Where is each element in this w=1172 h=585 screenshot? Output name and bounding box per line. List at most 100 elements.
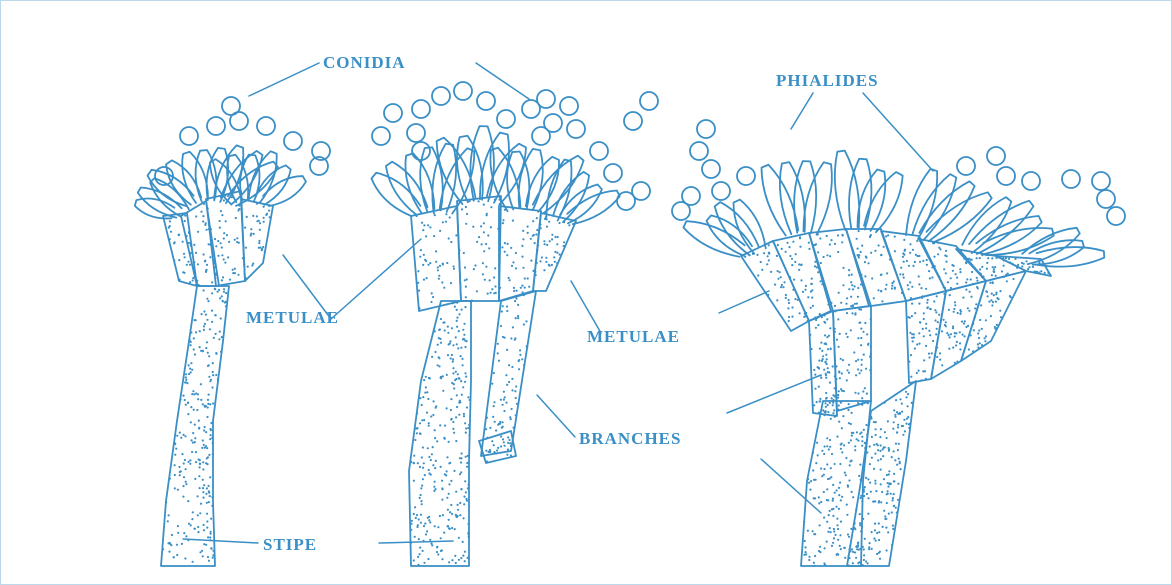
stipple-dot xyxy=(926,307,928,309)
stipple-dot xyxy=(851,491,853,493)
stipple-dot xyxy=(451,354,453,356)
stipple-dot xyxy=(826,488,828,490)
stipple-dot xyxy=(461,452,463,454)
stipple-dot xyxy=(198,458,200,460)
stipple-dot xyxy=(818,360,820,362)
conidium xyxy=(1092,172,1110,190)
metula xyxy=(846,229,906,306)
stipple-dot xyxy=(419,256,421,258)
stipple-dot xyxy=(446,497,448,499)
stipple-dot xyxy=(911,402,913,404)
stipple-dot xyxy=(854,392,856,394)
stipple-dot xyxy=(196,409,198,411)
stipple-dot xyxy=(823,256,825,258)
stipple-dot xyxy=(185,404,187,406)
stipple-dot xyxy=(896,432,898,434)
stipple-dot xyxy=(1021,265,1023,267)
phialide xyxy=(256,165,291,204)
stipple-dot xyxy=(439,338,441,340)
stipple-dot xyxy=(941,330,943,332)
stipple-dot xyxy=(539,260,541,262)
stipple-dot xyxy=(1003,276,1005,278)
stipple-dot xyxy=(185,483,187,485)
stipple-dot xyxy=(892,528,894,530)
conidium xyxy=(537,90,555,108)
stipple-dot xyxy=(831,545,833,547)
stipple-dot xyxy=(898,458,900,460)
stipple-dot xyxy=(841,234,843,236)
stipple-dot xyxy=(467,523,469,525)
stipple-dot xyxy=(452,372,454,374)
stipple-dot xyxy=(205,445,207,447)
stipple-dot xyxy=(503,441,505,443)
stipple-dot xyxy=(827,499,829,501)
stipple-dot xyxy=(242,257,244,259)
stipple-dot xyxy=(812,452,814,454)
stipple-dot xyxy=(857,440,859,442)
stipple-dot xyxy=(444,329,446,331)
stipple-dot xyxy=(816,266,818,268)
stipple-dot xyxy=(861,359,863,361)
metula xyxy=(411,206,461,311)
stipple-dot xyxy=(225,220,227,222)
stipple-dot xyxy=(451,513,453,515)
stipple-dot xyxy=(869,445,871,447)
stipple-dot xyxy=(467,487,469,489)
stipple-dot xyxy=(462,541,464,543)
stipple-dot xyxy=(850,329,852,331)
stipple-dot xyxy=(890,493,892,495)
stipple-dot xyxy=(842,359,844,361)
stipple-dot xyxy=(487,234,489,236)
stipple-dot xyxy=(848,479,850,481)
stipple-dot xyxy=(507,442,509,444)
stipple-dot xyxy=(895,399,897,401)
stipple-dot xyxy=(878,500,880,502)
stipple-dot xyxy=(787,307,789,309)
stipple-dot xyxy=(215,333,217,335)
stipple-dot xyxy=(880,483,882,485)
stipple-dot xyxy=(216,277,218,279)
stipple-dot xyxy=(910,354,912,356)
stipple-dot xyxy=(203,310,205,312)
stipple-dot xyxy=(496,449,498,451)
stipple-dot xyxy=(476,241,478,243)
stipple-dot xyxy=(209,380,211,382)
stipple-dot xyxy=(994,326,996,328)
stipple-dot xyxy=(211,505,213,507)
stipple-dot xyxy=(827,404,829,406)
stipple-dot xyxy=(838,508,840,510)
stipple-dot xyxy=(861,245,863,247)
stipple-dot xyxy=(837,397,839,399)
stipple-dot xyxy=(855,360,857,362)
stipple-dot xyxy=(504,396,506,398)
stipple-dot xyxy=(523,364,525,366)
conidium xyxy=(532,127,550,145)
stipple-dot xyxy=(506,254,508,256)
stipple-dot xyxy=(185,468,187,470)
stipple-dot xyxy=(514,339,516,341)
stipple-dot xyxy=(197,398,199,400)
stipple-dot xyxy=(757,274,759,276)
stipple-dot xyxy=(991,304,993,306)
stipple-dot xyxy=(984,254,986,256)
stipple-dot xyxy=(199,346,201,348)
stipple-dot xyxy=(466,466,468,468)
stipple-dot xyxy=(871,436,873,438)
stipple-dot xyxy=(938,247,940,249)
stipple-dot xyxy=(835,365,837,367)
leader-line xyxy=(727,375,821,413)
stipple-dot xyxy=(848,403,850,405)
stipple-dot xyxy=(502,421,504,423)
conidium xyxy=(590,142,608,160)
stipple-dot xyxy=(954,362,956,364)
stipple-dot xyxy=(848,372,850,374)
stipple-dot xyxy=(455,440,457,442)
stipple-dot xyxy=(488,247,490,249)
stipple-dot xyxy=(834,463,836,465)
stipple-dot xyxy=(453,383,455,385)
stipple-dot xyxy=(909,332,911,334)
stipple-dot xyxy=(781,248,783,250)
stipple-dot xyxy=(810,348,812,350)
stipple-dot xyxy=(503,399,505,401)
stipple-dot xyxy=(200,211,202,213)
